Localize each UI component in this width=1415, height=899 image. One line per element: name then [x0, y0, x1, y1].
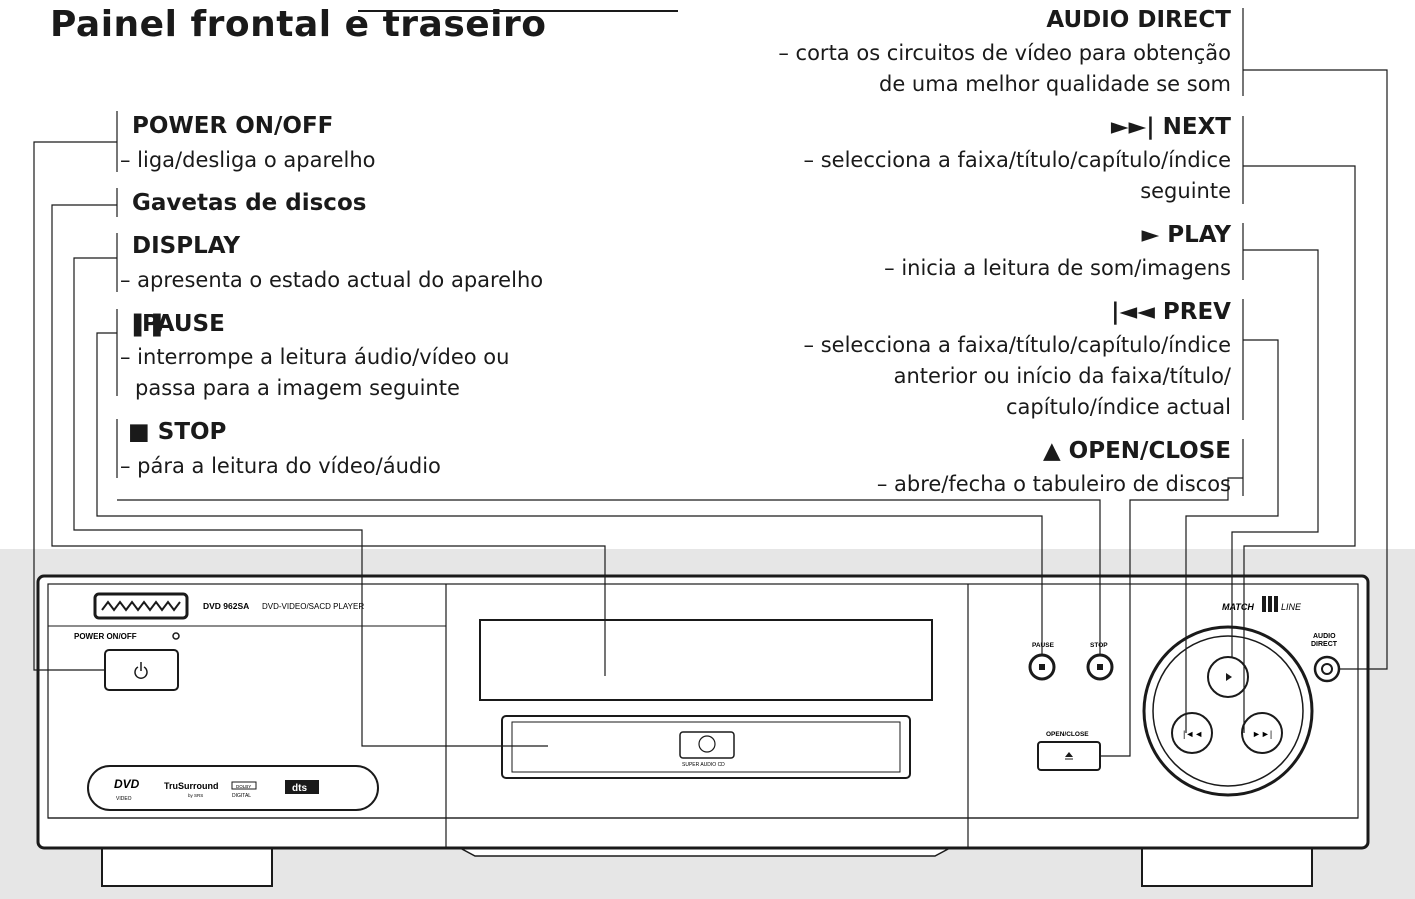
- open-close-panel-label: OPEN/CLOSE: [1046, 731, 1089, 738]
- next-icon: ►►|: [1110, 114, 1155, 140]
- audio-direct-desc-1: – corta os circuitos de vídeo para obten…: [778, 41, 1231, 65]
- audio-direct-panel-label-2: DIRECT: [1311, 641, 1338, 648]
- next-label-row: ►►| NEXT: [1111, 114, 1231, 140]
- prev-label-row: |◄◄ PREV: [1111, 299, 1231, 325]
- audio-direct-panel-label-1: AUDIO: [1313, 633, 1336, 640]
- digital-text: DIGITAL: [232, 793, 251, 799]
- audio-direct-desc-2: de uma melhor qualidade se som: [879, 72, 1231, 96]
- model-text: DVD 962SA: [203, 601, 249, 611]
- prev-label: PREV: [1162, 299, 1231, 325]
- title-rule: [358, 10, 678, 12]
- audio-direct-button[interactable]: [1313, 655, 1341, 683]
- next-desc-1: – selecciona a faixa/título/capítulo/índ…: [803, 148, 1231, 172]
- matchline-logo: MATCH: [1222, 602, 1254, 612]
- dts-logo: [285, 780, 319, 794]
- audio-direct-label: AUDIO DIRECT: [1046, 7, 1231, 33]
- prev-icon: |◄◄: [1111, 299, 1155, 325]
- power-label: POWER ON/OFF: [132, 113, 334, 139]
- play-label: PLAY: [1167, 222, 1231, 248]
- next-button-icon: ►►|: [1252, 729, 1272, 739]
- dolby-logo: [231, 781, 257, 790]
- sacd-logo: [679, 731, 735, 759]
- matchline-line-text: LINE: [1281, 602, 1302, 612]
- model-desc-text: DVD-VIDEO/SACD PLAYER: [262, 602, 364, 611]
- power-desc: – liga/desliga o aparelho: [120, 148, 376, 172]
- stop-panel-label: STOP: [1090, 642, 1108, 649]
- dolby-text: DOLBY: [236, 784, 251, 789]
- dvd-logo: DVD: [114, 777, 140, 791]
- dts-text: dts: [292, 783, 307, 794]
- display-window: [479, 619, 933, 701]
- next-desc-2: seguinte: [1140, 179, 1231, 203]
- pause-panel-label: PAUSE: [1032, 642, 1055, 649]
- sacd-text: SUPER AUDIO CD: [682, 762, 725, 768]
- eject-icon: ▲: [1042, 438, 1061, 464]
- srs-text: by SRS: [188, 793, 203, 798]
- dvd-video-text: VIDEO: [116, 796, 132, 802]
- prev-button-icon: |◄◄: [1183, 729, 1203, 739]
- power-panel-label: POWER ON/OFF: [74, 632, 137, 641]
- play-desc: – inicia a leitura de som/imagens: [884, 256, 1231, 280]
- left-foot: [101, 847, 273, 887]
- next-label: NEXT: [1162, 114, 1231, 140]
- right-foot: [1141, 847, 1313, 887]
- play-label-row: ► PLAY: [1142, 222, 1232, 248]
- trusurround-logo: TruSurround: [164, 781, 219, 791]
- play-icon: ►: [1141, 222, 1160, 248]
